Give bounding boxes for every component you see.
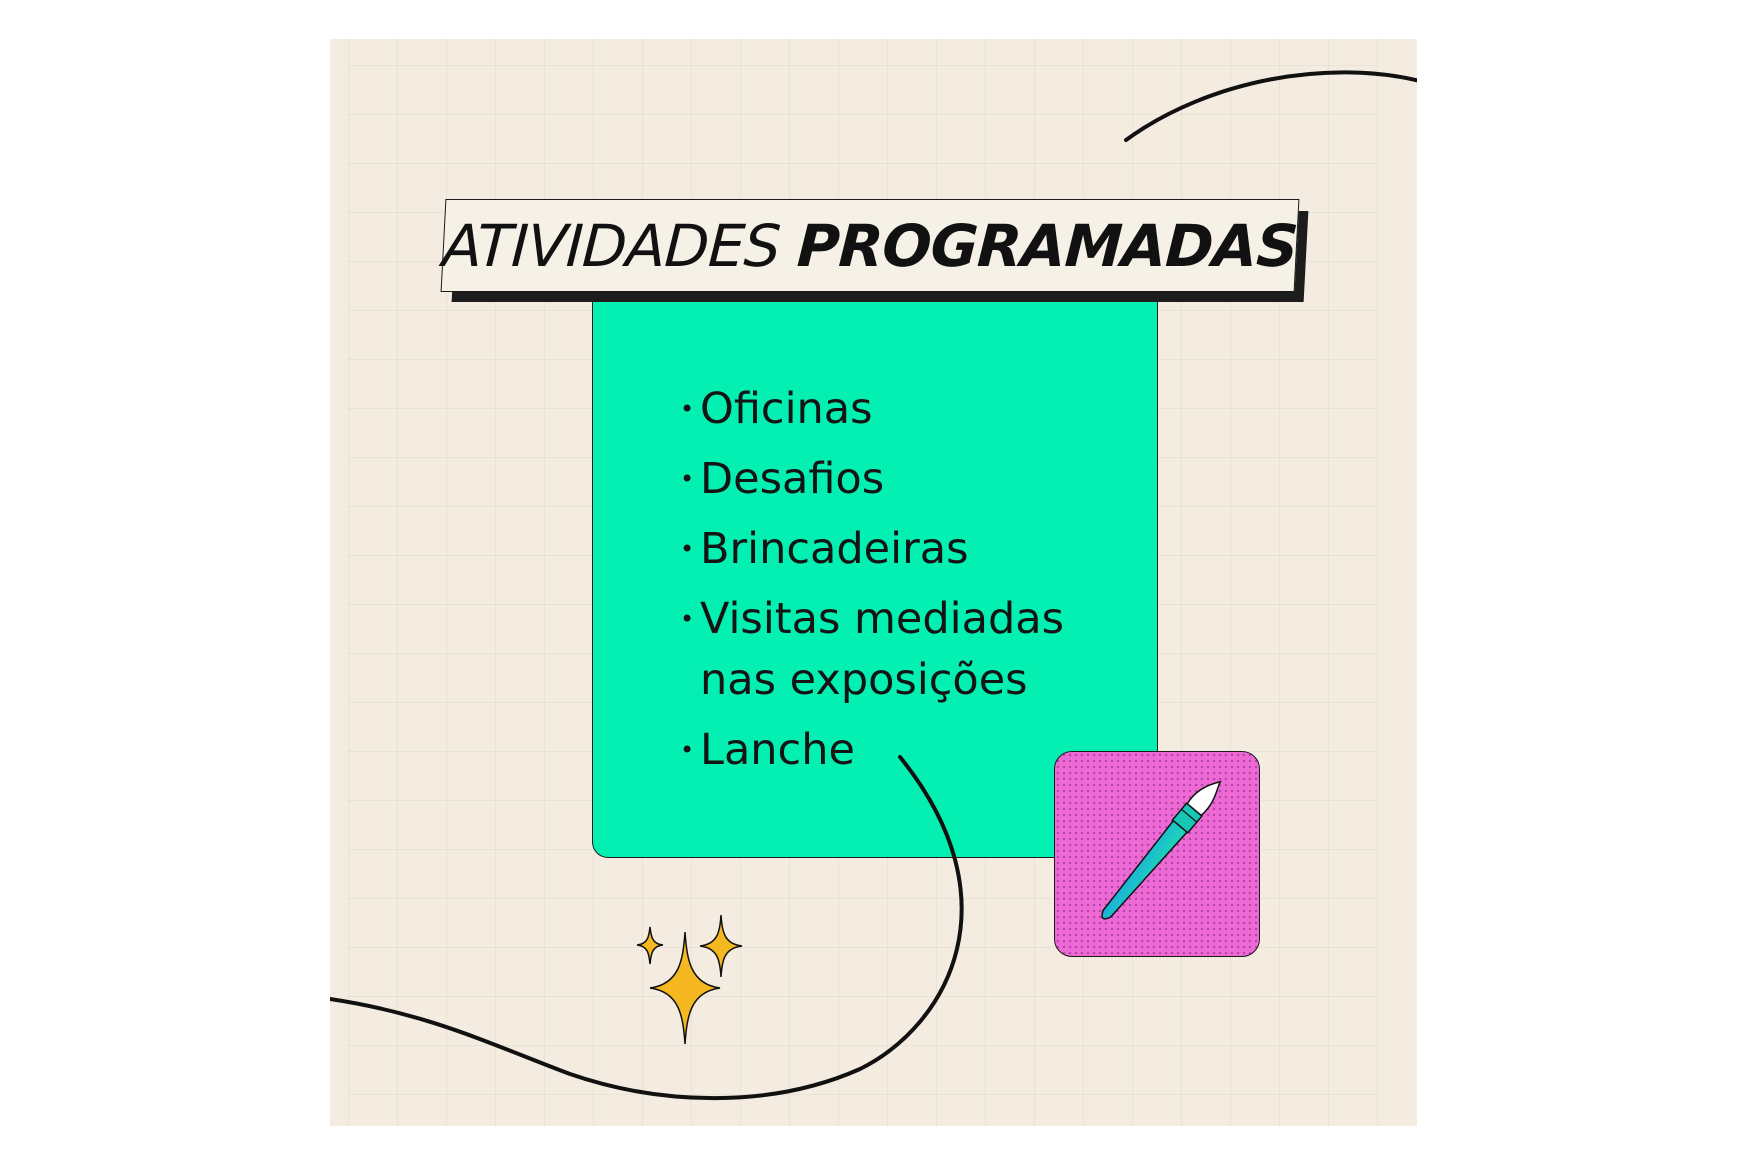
bullet: • <box>680 535 695 563</box>
title-regular: ATIVIDADES <box>440 211 782 280</box>
list-item: • Oficinas <box>680 379 1064 440</box>
list-item: • Desafios <box>680 449 1064 510</box>
list-item: • Lanche <box>680 720 1064 781</box>
decorative-curves <box>330 70 1417 1101</box>
page-title: ATIVIDADES PROGRAMADAS <box>441 212 1299 280</box>
activity-label: Visitas mediadas nas exposições <box>700 594 1065 705</box>
top-right-curve <box>1124 70 1417 142</box>
bottom-swoosh-curve <box>330 755 964 1101</box>
list-item: • Visitas mediadas nas exposições <box>680 589 1064 711</box>
title-banner: ATIVIDADES PROGRAMADAS <box>440 199 1300 292</box>
paintbrush-icon <box>1101 780 1222 920</box>
bullet: • <box>680 465 695 493</box>
activity-label: Desafios <box>700 454 885 504</box>
activity-label: Lanche <box>700 725 855 775</box>
title-bold: PROGRAMADAS <box>795 211 1300 280</box>
poster: • Oficinas • Desafios • Brincadeiras • V… <box>330 39 1417 1126</box>
paintbrush-card <box>1054 751 1260 957</box>
bullet: • <box>680 736 695 764</box>
bullet: • <box>680 395 695 423</box>
bullet: • <box>680 605 695 633</box>
activity-label: Brincadeiras <box>700 524 969 574</box>
list-item: • Brincadeiras <box>680 519 1064 580</box>
activity-label: Oficinas <box>700 384 873 434</box>
activities-list: • Oficinas • Desafios • Brincadeiras • V… <box>680 379 1064 790</box>
